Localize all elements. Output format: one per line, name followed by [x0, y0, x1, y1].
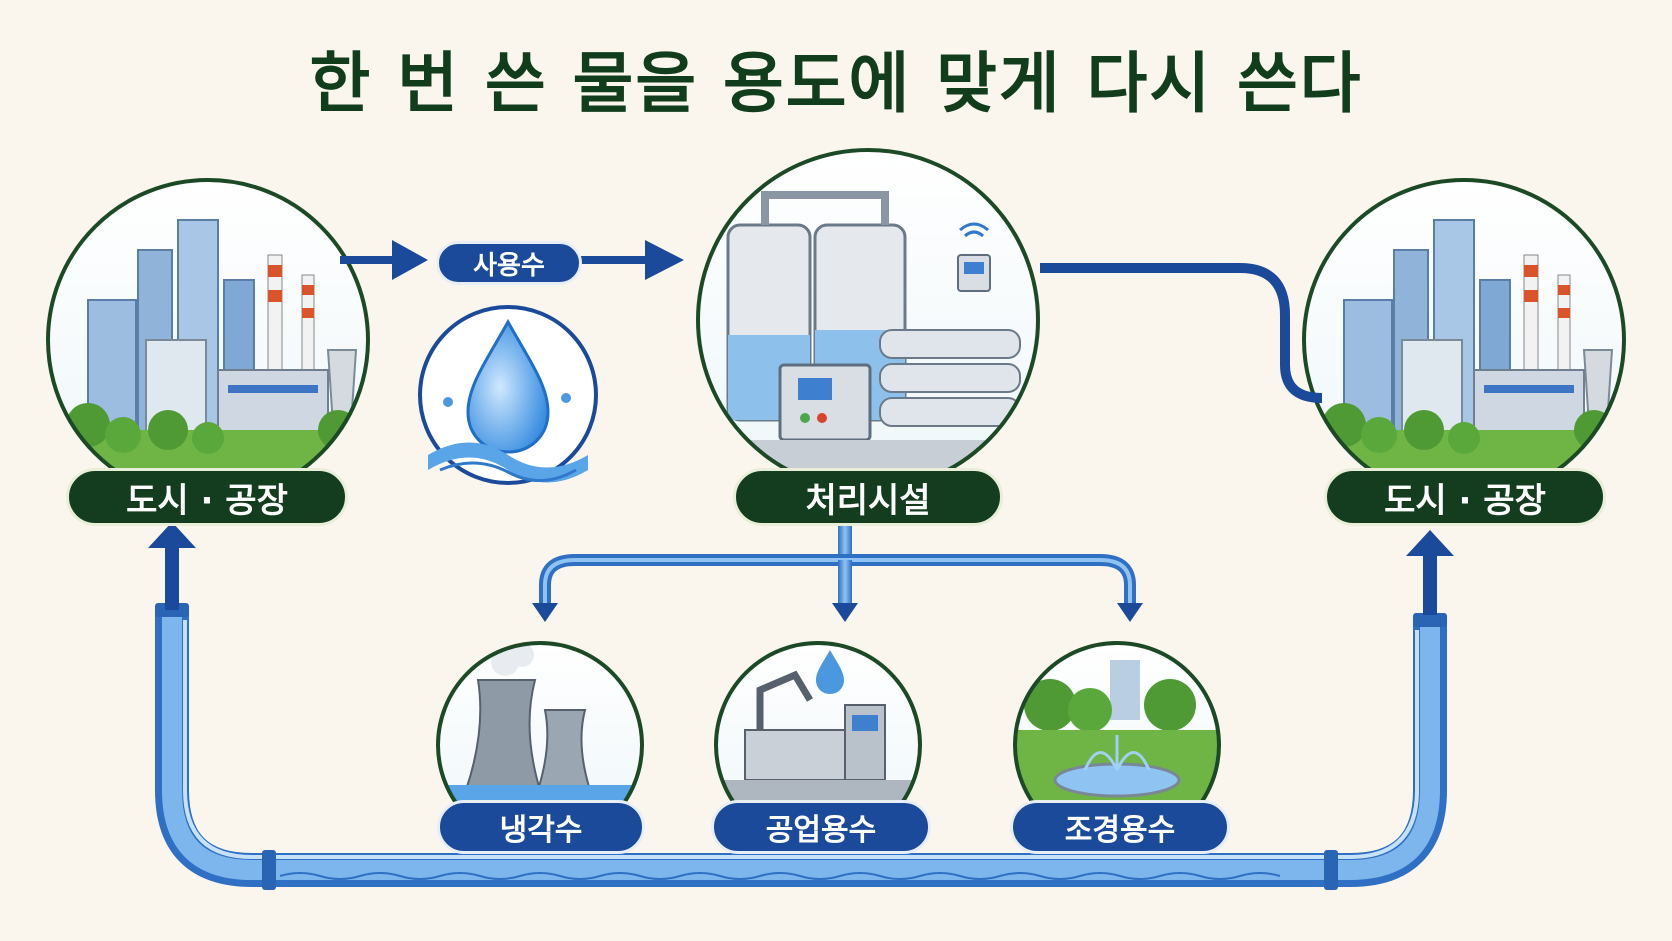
wifi-icon	[959, 222, 989, 238]
cooling-water-label: 냉각수	[437, 800, 645, 854]
flow-arrow-to-treatment	[340, 240, 684, 280]
wastewater-label: 사용수	[436, 241, 582, 285]
landscape-water-label: 조경용수	[1010, 800, 1230, 854]
source-city-circle	[46, 178, 370, 502]
distribution-pipe	[532, 520, 1143, 622]
page-title: 한 번 쓴 물을 용도에 맞게 다시 쓴다	[309, 45, 1363, 122]
destination-label: 도시 · 공장	[1324, 468, 1606, 526]
water-drop-icon	[418, 305, 598, 485]
source-label: 도시 · 공장	[66, 468, 348, 526]
industrial-water-label: 공업용수	[711, 800, 931, 854]
pipe-to-destination	[1040, 263, 1323, 403]
treatment-label: 처리시설	[733, 468, 1003, 526]
treatment-facility-circle	[696, 148, 1040, 492]
water-drop-icon-small	[816, 650, 844, 694]
destination-city-circle	[1302, 178, 1626, 502]
return-pipe	[148, 522, 1454, 890]
